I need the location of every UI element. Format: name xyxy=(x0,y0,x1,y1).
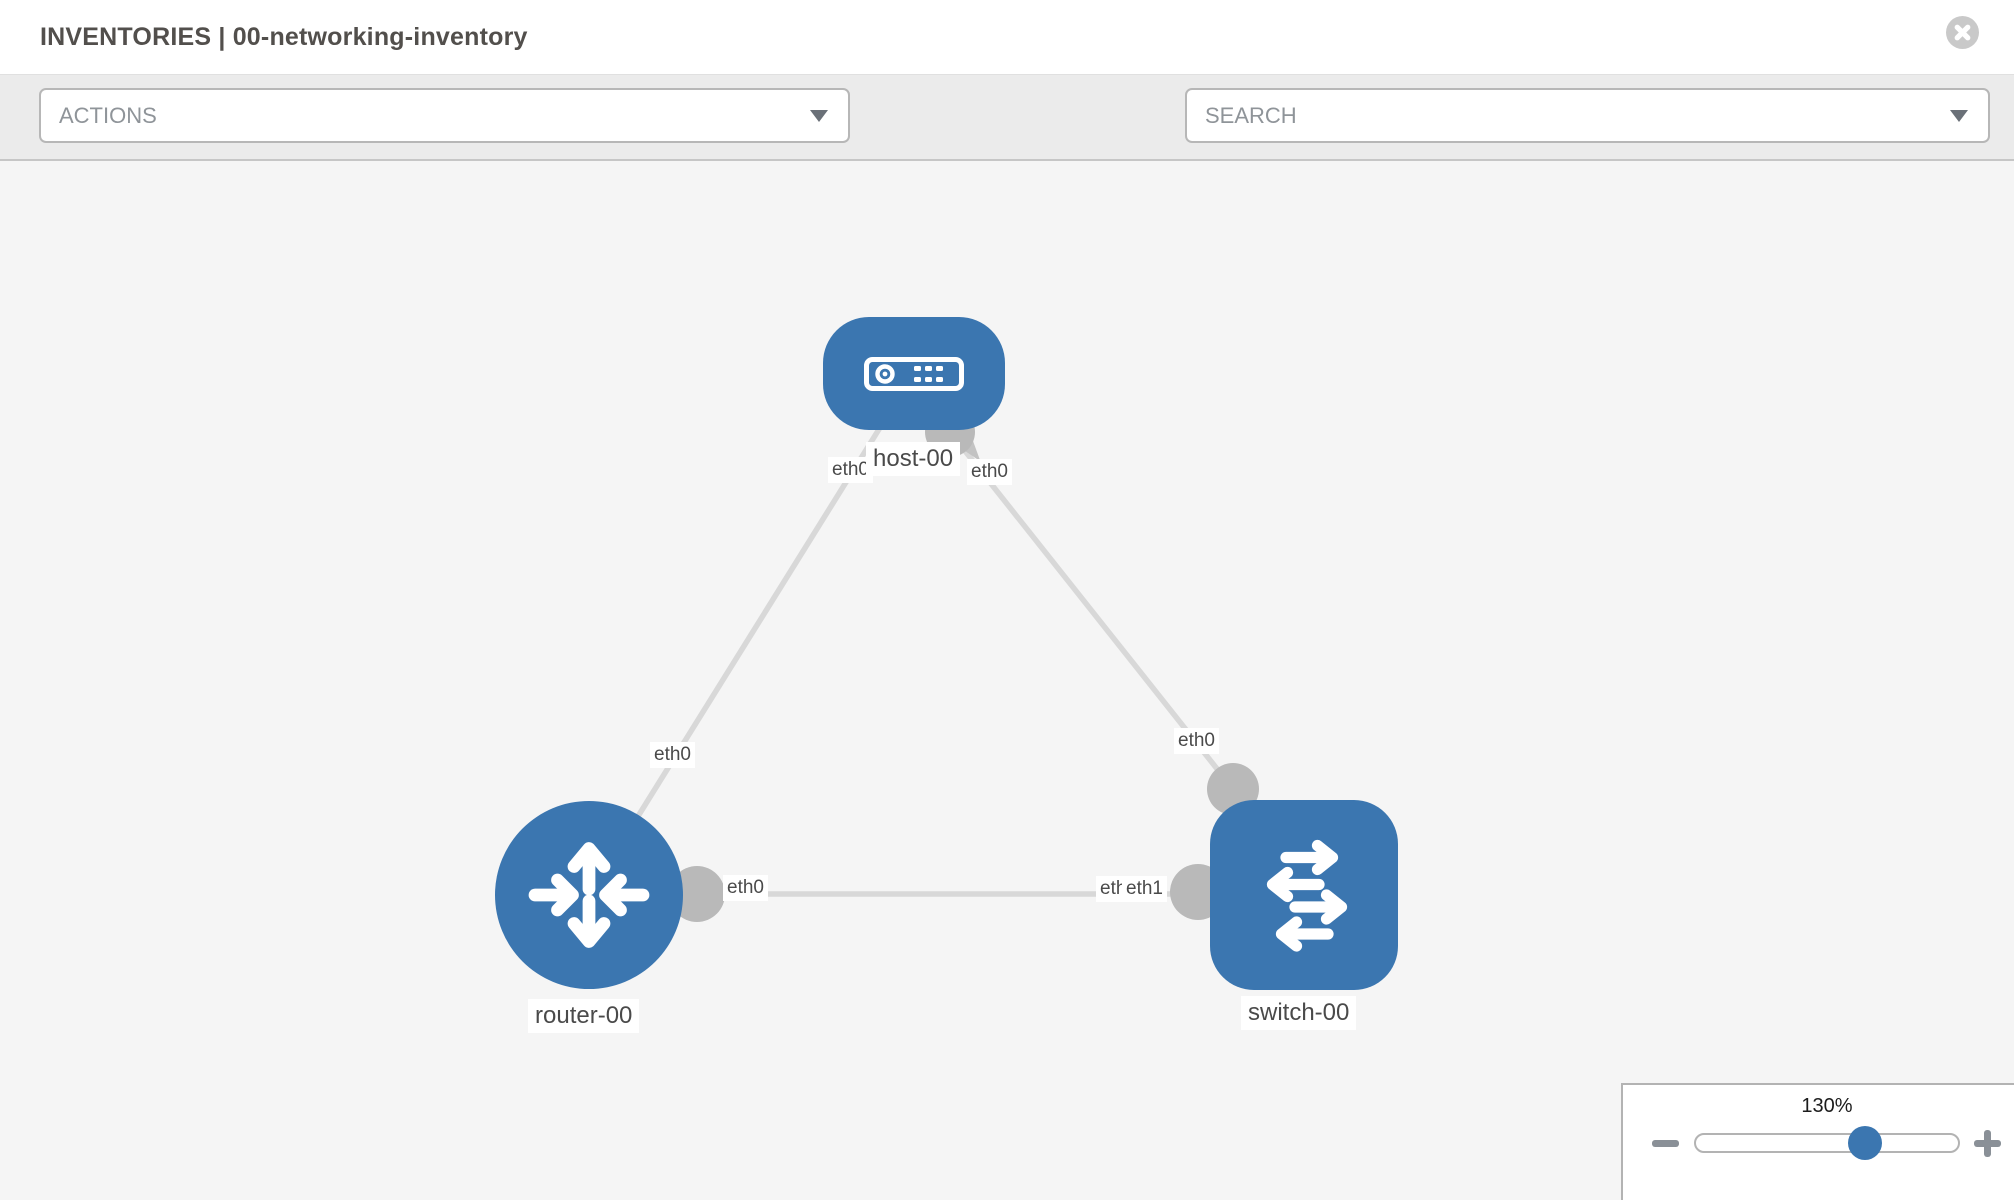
caret-down-icon xyxy=(810,109,828,122)
topology-canvas[interactable]: eth0 host-00 eth0 eth0 eth0 eth0 eth0 et… xyxy=(0,163,2014,1200)
interface-label: eth0 xyxy=(828,457,873,483)
toolbar: ACTIONS xyxy=(0,75,2014,207)
node-host-00[interactable] xyxy=(823,317,1005,430)
interface-label: eth0 xyxy=(650,742,695,768)
interface-label: eth0 xyxy=(723,875,768,901)
node-router-00[interactable] xyxy=(495,801,683,989)
actions-dropdown[interactable]: ACTIONS xyxy=(39,88,850,143)
page-title: INVENTORIES | 00-networking-inventory xyxy=(40,22,528,51)
actions-dropdown-label: ACTIONS xyxy=(59,102,157,128)
search-dropdown[interactable] xyxy=(1185,88,1990,143)
node-switch-00[interactable] xyxy=(1210,800,1398,990)
zoom-percent-label: 130% xyxy=(1801,1095,1853,1117)
search-input[interactable] xyxy=(1187,102,1950,129)
topology-links-svg xyxy=(586,371,1304,897)
router-arrows-icon xyxy=(528,842,650,948)
node-label-switch: switch-00 xyxy=(1241,996,1357,1030)
switch-arrows-icon xyxy=(1266,839,1348,952)
zoom-slider-knob[interactable] xyxy=(1848,1126,1882,1160)
caret-down-icon xyxy=(1950,109,1968,122)
header-bar: INVENTORIES | 00-networking-inventory xyxy=(0,0,2014,75)
node-label-host: host-00 xyxy=(866,442,961,476)
close-icon xyxy=(1954,24,1971,41)
plus-icon xyxy=(1984,1130,1991,1157)
node-label-router: router-00 xyxy=(528,999,640,1033)
minus-icon xyxy=(1652,1140,1679,1147)
server-icon xyxy=(864,356,964,391)
zoom-slider-track[interactable] xyxy=(1694,1133,1960,1153)
interface-label: eth1 xyxy=(1122,876,1167,902)
close-button[interactable] xyxy=(1946,16,1979,49)
interface-label: eth0 xyxy=(1174,728,1219,754)
zoom-control-panel: 130% xyxy=(1621,1083,2014,1200)
interface-label: eth0 xyxy=(967,459,1012,485)
